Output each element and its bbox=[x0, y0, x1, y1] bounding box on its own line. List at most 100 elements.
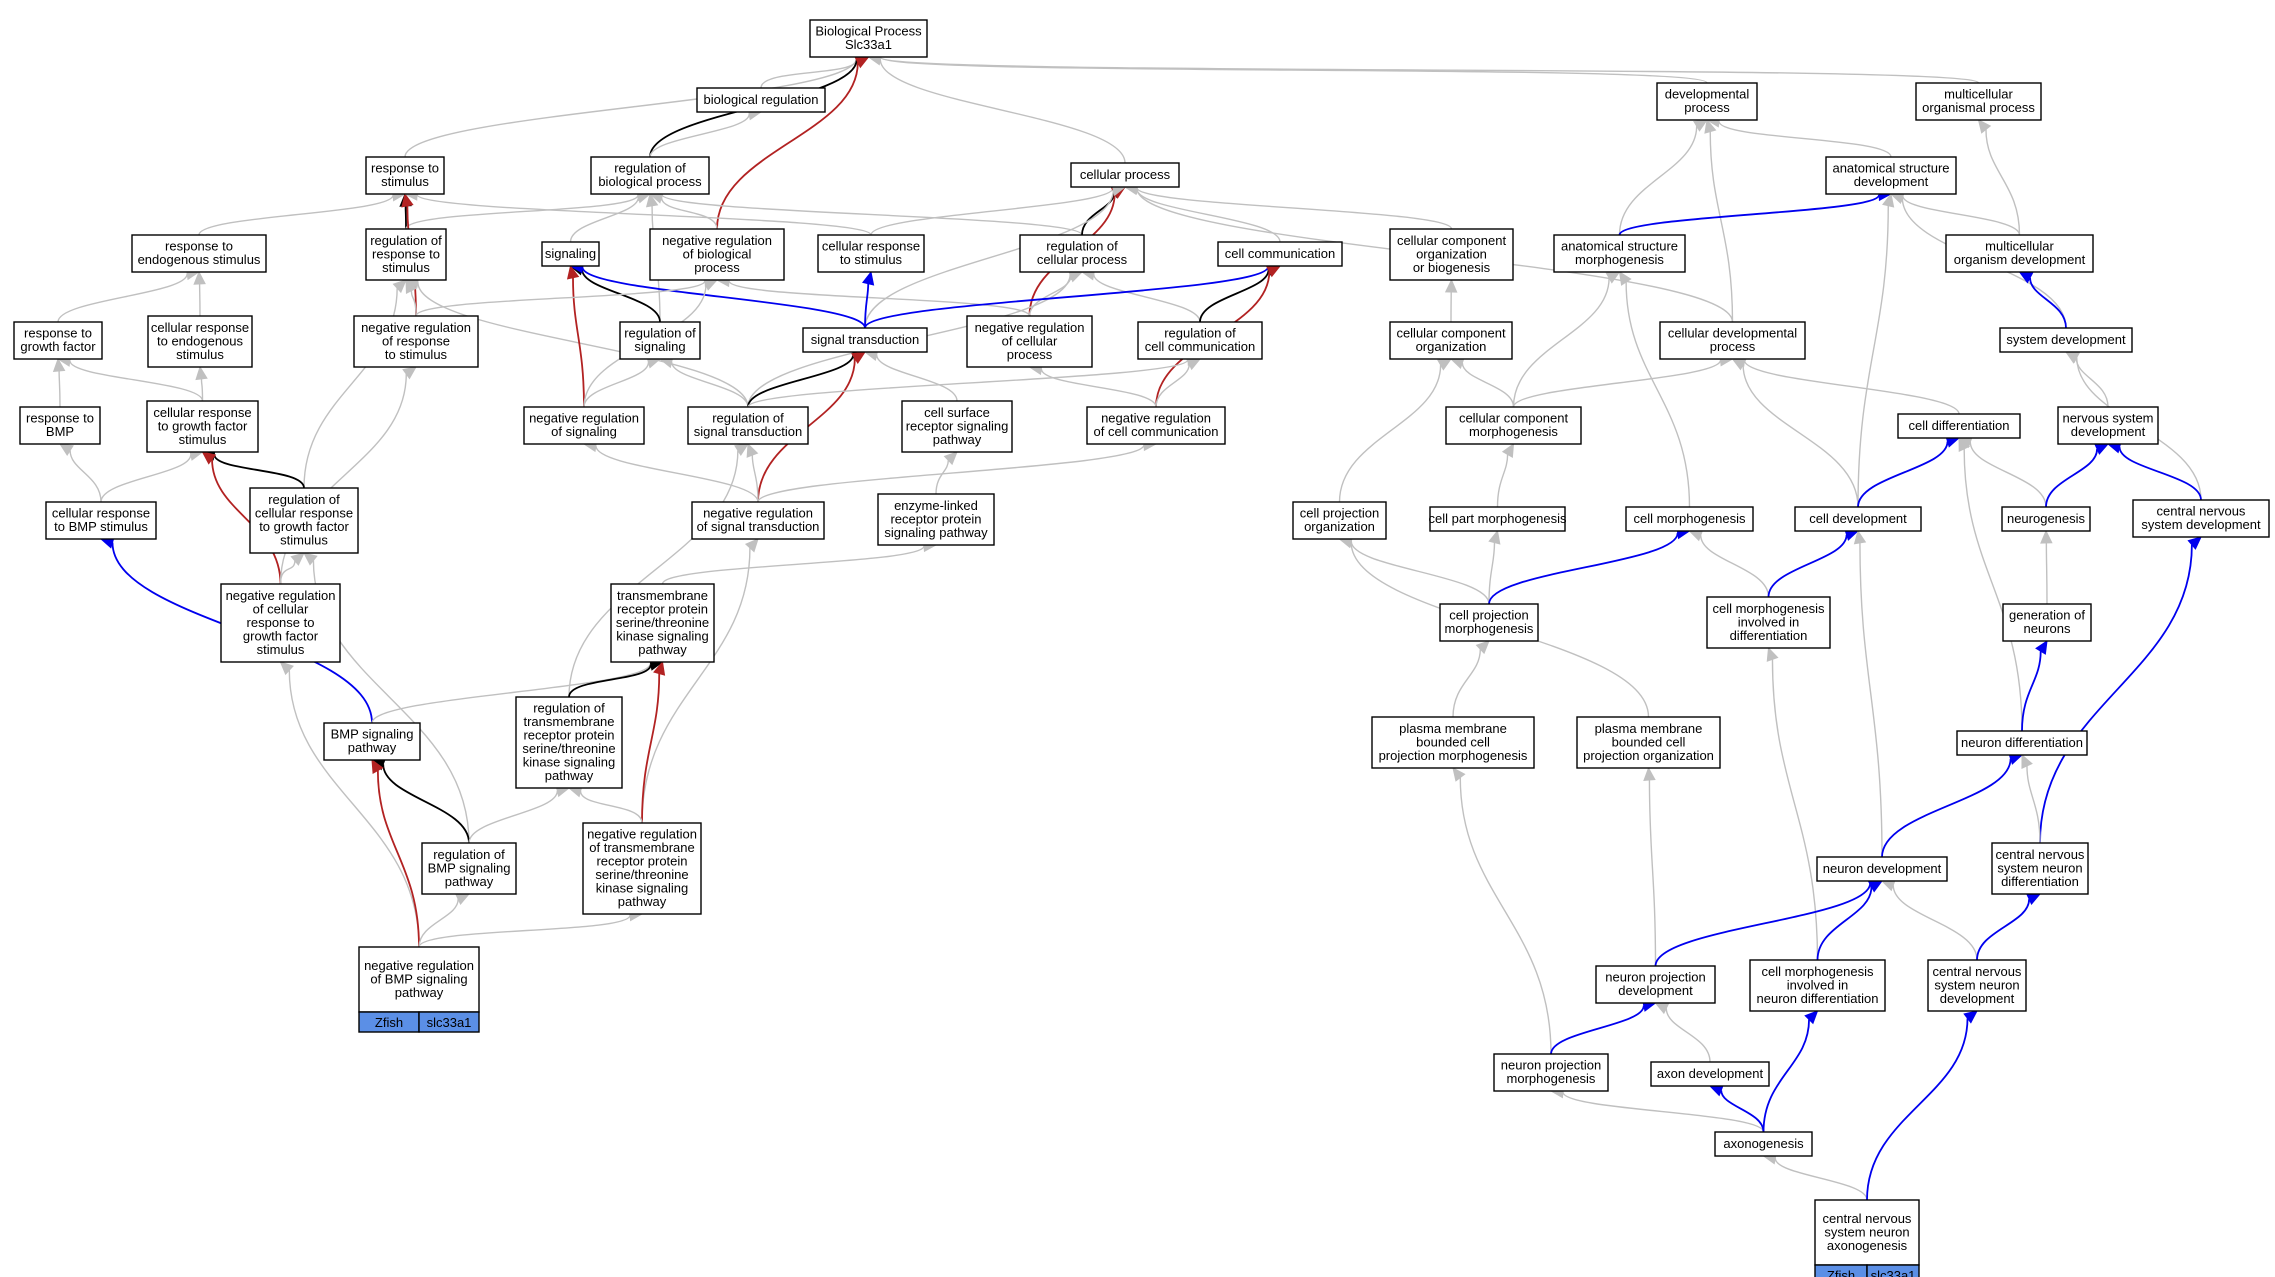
node-sigtrans[interactable]: signal transduction bbox=[802, 327, 928, 353]
arrowhead-negregsig-to-signaling bbox=[566, 264, 580, 280]
edge-cnsneurdev-to-cnsneurdiff bbox=[1976, 899, 2031, 961]
node-box bbox=[696, 87, 826, 113]
node-label-line: involved in bbox=[1787, 977, 1848, 992]
node-label-line: of response bbox=[382, 333, 450, 348]
node-celldev[interactable]: cell development bbox=[1794, 506, 1922, 532]
edge-negregcell-to-negregbp bbox=[728, 280, 1031, 317]
edge-cpmorph-to-ccmorph bbox=[1496, 454, 1509, 508]
node-sysdev[interactable]: system development bbox=[1999, 327, 2133, 353]
arrowhead-cnsneurdiff-to-cnsdev bbox=[2187, 536, 2202, 550]
arrowhead-asmorph-to-devproc bbox=[1693, 119, 1709, 132]
node-axdev[interactable]: axon development bbox=[1650, 1061, 1770, 1087]
node-cellmorph[interactable]: cell morphogenesis bbox=[1625, 506, 1754, 532]
arrowhead-negregst-to-sigtrans bbox=[851, 351, 867, 364]
node-label-line: to BMP stimulus bbox=[54, 519, 148, 534]
node-cellproc[interactable]: cellular process bbox=[1070, 162, 1180, 188]
edge-cnsneurdiff-to-neurdiff bbox=[2026, 765, 2041, 844]
node-signaling[interactable]: signaling bbox=[541, 241, 600, 267]
node-label-line: central nervous bbox=[2157, 504, 2246, 519]
node-celldiff[interactable]: cell differentiation bbox=[1897, 413, 2021, 439]
node-label-line: cellular component bbox=[1459, 411, 1569, 426]
annotation-badge-label: slc33a1 bbox=[1871, 1268, 1916, 1277]
node-label-line: central nervous bbox=[1996, 847, 2085, 862]
node-neurdiff[interactable]: neuron differentiation bbox=[1956, 730, 2088, 756]
arrowhead-negregcellrespgf-to-negregresp bbox=[402, 366, 417, 380]
node-axogen[interactable]: axonogenesis bbox=[1714, 1131, 1813, 1157]
edge-ccmorph-to-asmorph bbox=[1512, 277, 1610, 408]
node-neurdev[interactable]: neuron development bbox=[1816, 856, 1948, 882]
edge-regcellrespgf-to-cellrespgf bbox=[213, 454, 305, 489]
edge-cellresp-to-resp bbox=[416, 193, 872, 236]
node-label-line: axon development bbox=[1657, 1066, 1764, 1081]
node-cpmorph[interactable]: cell part morphogenesis bbox=[1428, 506, 1567, 532]
node-label-line: negative regulation bbox=[703, 506, 813, 521]
node-box bbox=[966, 315, 1093, 368]
node-box bbox=[1553, 234, 1686, 273]
edge-cellrespgf-to-respgf bbox=[69, 360, 204, 402]
node-label-line: negative regulation bbox=[361, 320, 471, 335]
node-label-line: growth factor bbox=[243, 628, 319, 643]
edge-devproc-to-bp bbox=[879, 56, 1708, 84]
node-cellcomm[interactable]: cell communication bbox=[1217, 241, 1343, 267]
arrowhead-celldevproc-to-devproc bbox=[1704, 118, 1717, 134]
node-neurogen[interactable]: neurogenesis bbox=[2001, 506, 2091, 532]
node-label-line: neuron differentiation bbox=[1961, 735, 2083, 750]
node-bioreg[interactable]: biological regulation bbox=[696, 87, 826, 113]
node-label-line: development bbox=[1618, 983, 1693, 998]
